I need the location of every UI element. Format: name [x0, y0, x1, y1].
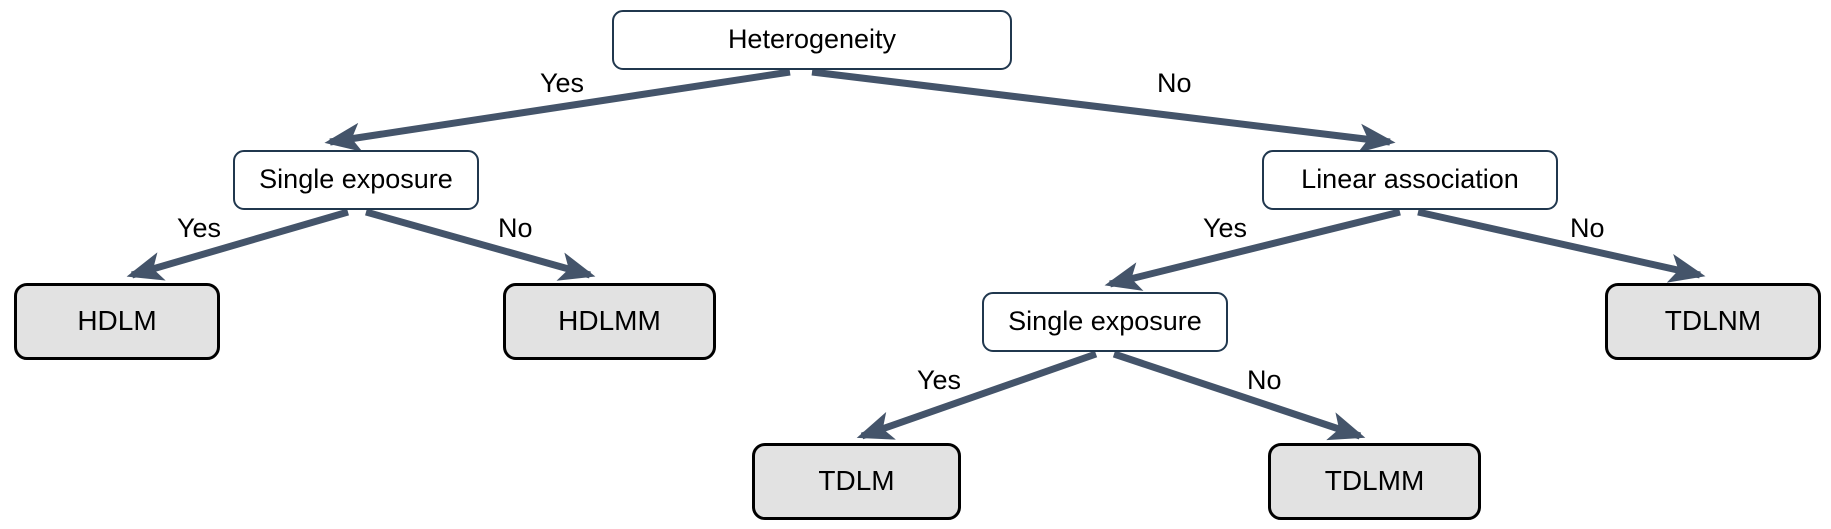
- edge-single-exposure-left-no: [365, 208, 596, 281]
- node-tdlnm[interactable]: TDLNM: [1605, 283, 1821, 360]
- node-label: TDLNM: [1664, 305, 1762, 337]
- node-heterogeneity[interactable]: Heterogeneity: [612, 10, 1012, 70]
- node-label: Single exposure: [259, 164, 453, 195]
- node-label: TDLMM: [1324, 465, 1425, 497]
- node-label: Linear association: [1301, 164, 1519, 195]
- edge-label-linear-association-no: No: [1570, 213, 1605, 243]
- edge-single-exposure-right-yes: [856, 350, 1098, 440]
- node-label: TDLM: [818, 465, 895, 497]
- node-linear-association[interactable]: Linear association: [1262, 150, 1558, 210]
- edge-single-exposure-right-no: [1112, 350, 1366, 441]
- edge-label-single-exposure-right-no: No: [1247, 365, 1282, 395]
- edge-single-exposure-left-yes: [126, 208, 349, 281]
- edge-label-single-exposure-left-yes: Yes: [177, 213, 222, 243]
- node-hdlmm[interactable]: HDLMM: [503, 283, 716, 360]
- edge-label-single-exposure-right-yes: Yes: [917, 365, 962, 395]
- edge-label-heterogeneity-no: No: [1157, 68, 1192, 98]
- node-tdlmm[interactable]: TDLMM: [1268, 443, 1481, 520]
- edge-linear-association-yes: [1104, 208, 1401, 291]
- node-single-exposure-right[interactable]: Single exposure: [982, 292, 1228, 352]
- edge-linear-association-no: [1417, 208, 1706, 283]
- edge-label-single-exposure-left-no: No: [498, 213, 533, 243]
- node-single-exposure-left[interactable]: Single exposure: [233, 150, 479, 210]
- node-label: HDLM: [77, 305, 157, 337]
- node-label: Single exposure: [1008, 306, 1202, 337]
- node-hdlm[interactable]: HDLM: [14, 283, 220, 360]
- edge-label-linear-association-yes: Yes: [1203, 213, 1248, 243]
- node-label: HDLMM: [558, 305, 661, 337]
- edge-label-heterogeneity-yes: Yes: [540, 68, 585, 98]
- node-label: Heterogeneity: [727, 24, 897, 55]
- edge-heterogeneity-no: [811, 68, 1396, 153]
- node-tdlm[interactable]: TDLM: [752, 443, 961, 520]
